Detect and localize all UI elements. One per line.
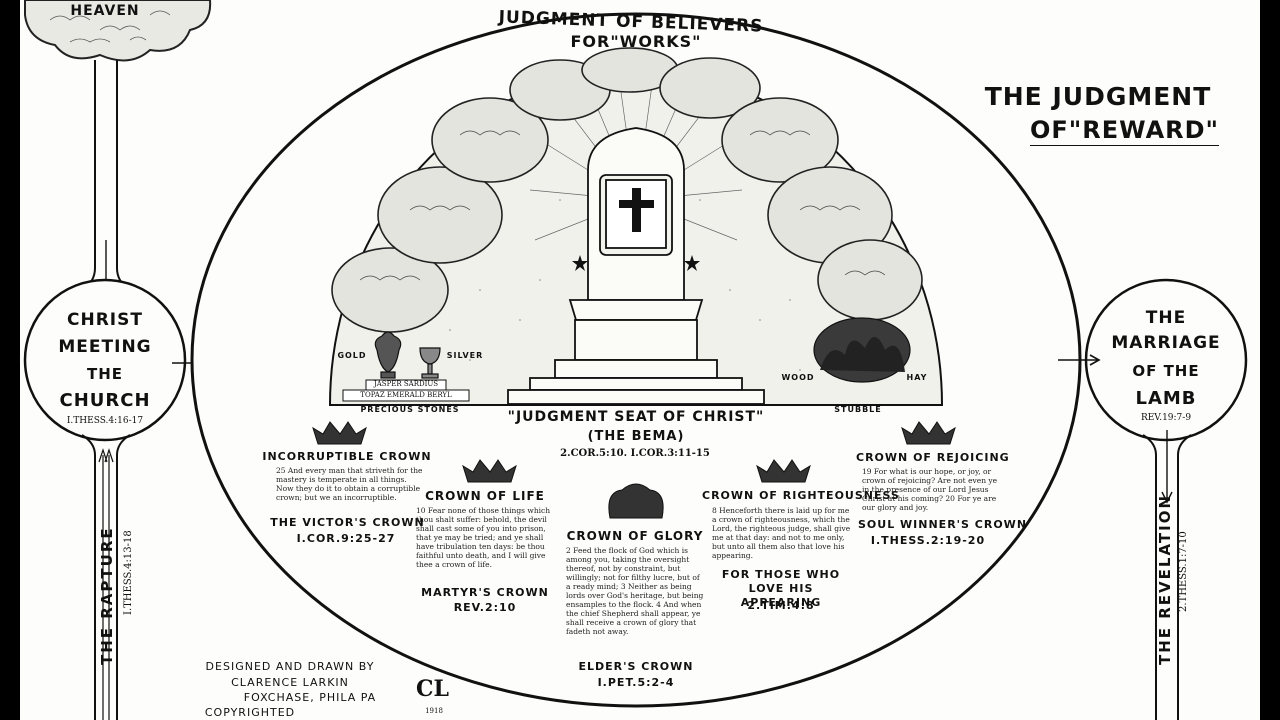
rapture-ref: I.THESS.4:13-18 bbox=[123, 530, 134, 615]
rapture-tube bbox=[81, 434, 131, 720]
right-circle-line3: OF THE bbox=[1132, 362, 1200, 380]
crown-rejoicing-ref: I.THESS.2:19-20 bbox=[870, 534, 986, 547]
crown-glory-verse: 2 Feed the flock of God which is among y… bbox=[566, 546, 704, 636]
right-circle-line1: THE bbox=[1145, 308, 1187, 328]
precious-stones-label: PRECIOUS STONES bbox=[360, 405, 460, 414]
precious-stones-boxes bbox=[342, 379, 470, 402]
crown-incorruptible-name: THE VICTOR'S CROWN bbox=[270, 516, 425, 529]
arc-title-line2: FOR"WORKS" bbox=[570, 32, 702, 51]
designer-monogram: CL bbox=[416, 676, 449, 702]
revelation-tube bbox=[1142, 430, 1192, 720]
gold-label: GOLD bbox=[337, 351, 367, 360]
left-circle-line1: CHRIST bbox=[67, 310, 143, 330]
cross-icon bbox=[619, 188, 654, 232]
credit-line2: CLARENCE LARKIN bbox=[231, 676, 349, 689]
crown-icons bbox=[312, 421, 956, 519]
crown-rejoicing-name: SOUL WINNER'S CROWN bbox=[858, 518, 1028, 531]
throne-stars bbox=[572, 255, 700, 271]
main-title-line2-text: OF"REWARD" bbox=[1030, 116, 1220, 146]
left-circle-outline bbox=[23, 278, 187, 442]
left-circle-ref: I.THESS.4:16-17 bbox=[66, 416, 144, 426]
crown-righteousness-title: CROWN OF RIGHTEOUSNESS bbox=[702, 489, 900, 502]
rapture-label: THE RAPTURE bbox=[98, 526, 116, 665]
crown-glory-ref: I.PET.5:2-4 bbox=[597, 676, 675, 689]
right-arrow bbox=[1058, 354, 1101, 366]
heaven-cloud-texture bbox=[49, 10, 171, 43]
main-title-line1: THE JUDGMENT bbox=[984, 82, 1212, 111]
crown-rejoicing-title: CROWN OF REJOICING bbox=[856, 451, 1010, 464]
bema-dome bbox=[328, 47, 944, 406]
left-circle-line3: THE bbox=[86, 365, 124, 383]
crown-incorruptible-ref: I.COR.9:25-27 bbox=[296, 532, 396, 545]
crown-righteousness-verse: 8 Henceforth there is laid up for me a c… bbox=[712, 506, 851, 560]
crown-incorruptible-title: INCORRUPTIBLE CROWN bbox=[262, 450, 432, 463]
hay-label: HAY bbox=[906, 373, 928, 382]
crown-glory-name: ELDER'S CROWN bbox=[578, 660, 694, 673]
gold-vessel-icon bbox=[374, 331, 402, 379]
crown-life-ref: REV.2:10 bbox=[453, 601, 517, 614]
heaven-label: HEAVEN bbox=[70, 3, 140, 19]
crown-life-verse: 10 Fear none of those things which thou … bbox=[416, 506, 551, 569]
crown-incorruptible-verse: 25 And every man that striveth for the m… bbox=[276, 466, 423, 502]
crown-righteousness-ref: 2.TIM.4:8 bbox=[747, 599, 815, 612]
judgment-seat-refs: 2.COR.5:10. I.COR.3:11-15 bbox=[560, 448, 710, 459]
main-title-line2: OF"REWARD" bbox=[1030, 116, 1220, 146]
cloud-texture bbox=[359, 130, 886, 281]
right-circle-line4: LAMB bbox=[1135, 388, 1197, 409]
stubble-label: STUBBLE bbox=[834, 405, 882, 414]
right-circle-line2: MARRIAGE bbox=[1111, 333, 1221, 353]
credit-date: 1918 bbox=[425, 707, 443, 715]
credit-line4: COPYRIGHTED bbox=[204, 706, 296, 719]
crown-glory-title: CROWN OF GLORY bbox=[566, 529, 704, 543]
clouds-right bbox=[659, 57, 923, 321]
crown-life-title: CROWN OF LIFE bbox=[425, 489, 545, 503]
crown-rejoicing-verse: 19 For what is our hope, or joy, or crow… bbox=[862, 467, 998, 512]
stones-row1: JASPER SARDIUS bbox=[373, 380, 439, 388]
heaven-cloud bbox=[24, 0, 212, 62]
credit-line3: FOXCHASE, PHILA PA bbox=[243, 691, 377, 704]
crown-life-name: MARTYR'S CROWN bbox=[421, 586, 549, 599]
revelation-label: THE REVELATION bbox=[1156, 493, 1174, 665]
silver-label: SILVER bbox=[446, 351, 484, 360]
left-circle-line4: CHURCH bbox=[59, 390, 151, 411]
silver-cup-icon bbox=[419, 347, 441, 379]
revelation-ref: 2.THESS.1:7-10 bbox=[1178, 531, 1189, 612]
crown-righteousness-name: FOR THOSE WHO LOVE HIS APPEARING bbox=[721, 568, 841, 609]
clouds-left bbox=[331, 47, 679, 333]
wood-label: WOOD bbox=[781, 373, 815, 382]
credit-line1: DESIGNED AND DRAWN BY bbox=[205, 660, 375, 673]
stones-row2: TOPAZ EMERALD BERYL bbox=[360, 391, 452, 399]
burning-stubble bbox=[813, 317, 911, 383]
left-circle-line2: MEETING bbox=[58, 337, 152, 357]
right-circle-ref: REV.19:7-9 bbox=[1140, 413, 1192, 423]
throne bbox=[507, 127, 765, 405]
judgment-seat-title: "JUDGMENT SEAT OF CHRIST" bbox=[507, 409, 765, 425]
judgment-seat-subtitle: (THE BEMA) bbox=[587, 429, 685, 444]
